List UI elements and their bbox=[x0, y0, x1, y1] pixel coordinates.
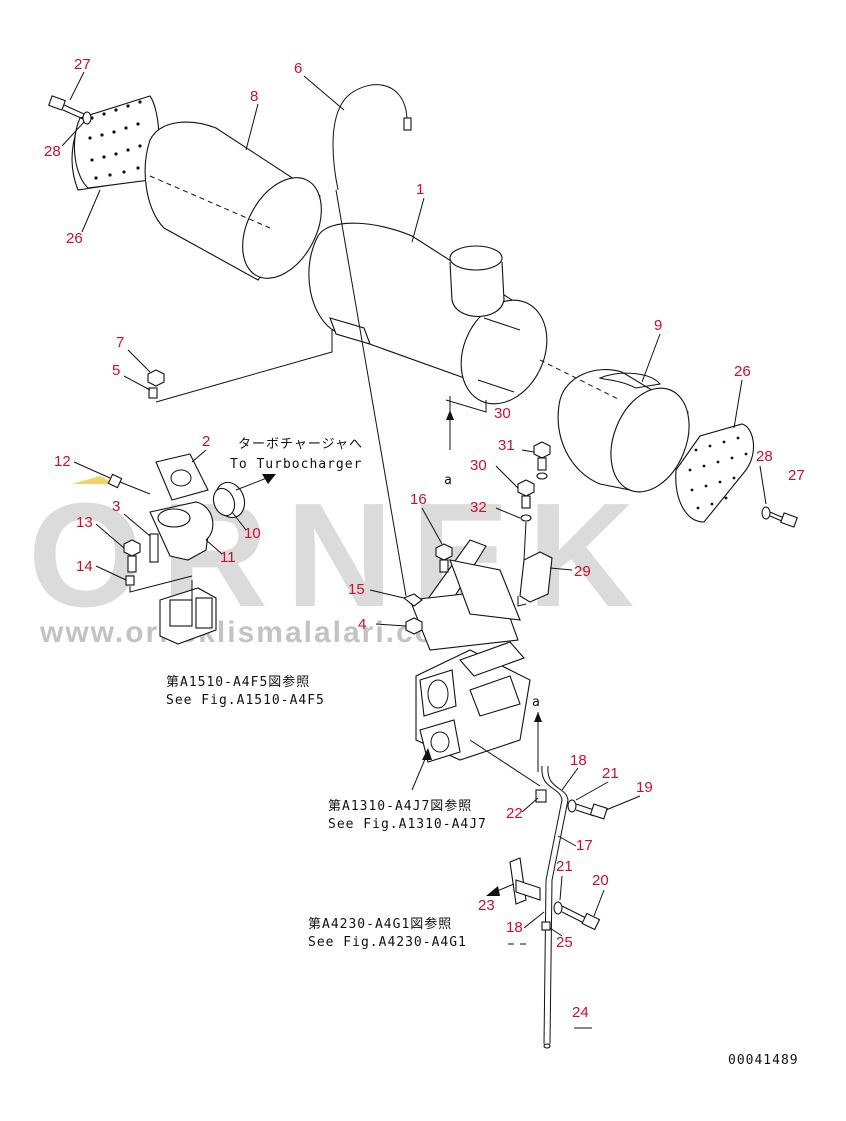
callout-20: 20 bbox=[592, 872, 609, 889]
callout-2: 2 bbox=[202, 433, 210, 450]
annotation-labels: ターボチャージャへ To Turbocharger a a 第A1510-A4F… bbox=[166, 437, 799, 1068]
ref1-label-en: See Fig.A1510-A4F5 bbox=[166, 693, 325, 708]
part-23-bracket bbox=[486, 857, 541, 905]
leader-lines bbox=[61, 71, 767, 1029]
watermark: ORNEK www.orneklismalalari.com.tr bbox=[28, 473, 652, 649]
callout-10: 10 bbox=[244, 525, 261, 542]
part-3-stud bbox=[149, 533, 159, 563]
turbo-label-en: To Turbocharger bbox=[230, 457, 362, 472]
mount-links bbox=[155, 330, 487, 450]
callout-14: 14 bbox=[76, 558, 93, 575]
part-25-clip bbox=[541, 921, 551, 931]
callout-8: 8 bbox=[250, 88, 258, 105]
callout-24: 24 bbox=[572, 1004, 589, 1021]
callout-29: 29 bbox=[574, 563, 591, 580]
callout-30-top: 30 bbox=[494, 405, 511, 422]
callout-3: 3 bbox=[112, 498, 120, 515]
part-26-right-cover bbox=[675, 423, 755, 523]
arrow-a-upper-label: a bbox=[444, 473, 453, 488]
left-flange bbox=[159, 580, 217, 645]
ref2-arrow bbox=[411, 748, 432, 791]
part-8-left-cylinder bbox=[144, 121, 322, 281]
part-6-cable bbox=[332, 84, 412, 597]
callout-5: 5 bbox=[112, 362, 120, 379]
callout-28-left: 28 bbox=[44, 143, 61, 160]
ref2-label-en: See Fig.A1310-A4J7 bbox=[328, 817, 487, 832]
callout-6: 6 bbox=[294, 60, 302, 77]
part-29-bracket bbox=[517, 551, 553, 607]
callout-23: 23 bbox=[478, 897, 495, 914]
turbo-arrow bbox=[235, 474, 276, 491]
part-30-bolt bbox=[517, 479, 535, 509]
callout-22: 22 bbox=[506, 805, 523, 822]
part-32-washer bbox=[520, 514, 532, 561]
callout-7: 7 bbox=[116, 334, 124, 351]
part-19-bolt bbox=[567, 799, 608, 820]
center-bracket bbox=[402, 539, 521, 651]
ref3-label-jp: 第A4230-A4G1図参照 bbox=[308, 916, 452, 932]
part-26-left-cover bbox=[71, 95, 160, 191]
turbo-label-jp: ターボチャージャへ bbox=[238, 437, 363, 452]
callout-26-left: 26 bbox=[66, 230, 83, 247]
callout-25: 25 bbox=[556, 934, 573, 951]
arrow-a-lower-label: a bbox=[532, 695, 541, 710]
engine-casting bbox=[415, 641, 541, 787]
watermark-brand: ORNEK bbox=[28, 473, 652, 638]
callout-26-right: 26 bbox=[734, 363, 751, 380]
callout-19: 19 bbox=[636, 779, 653, 796]
callout-17: 17 bbox=[576, 837, 593, 854]
part-7-nut bbox=[147, 369, 165, 399]
callout-18: 18 bbox=[506, 919, 523, 936]
ref3-label-en: See Fig.A4230-A4G1 bbox=[308, 935, 467, 950]
watermark-mark bbox=[72, 476, 116, 484]
part-17-tube bbox=[541, 765, 569, 1049]
part-22-clip bbox=[535, 789, 547, 803]
part-10-clamp bbox=[212, 481, 246, 519]
callout-1: 1 bbox=[416, 181, 424, 198]
callout-4: 4 bbox=[358, 616, 366, 633]
callout-30: 30 bbox=[470, 457, 487, 474]
callout-21: 21 bbox=[556, 858, 573, 875]
part-11-elbow bbox=[149, 501, 214, 561]
part-13-bolt bbox=[123, 539, 141, 573]
ref2-label-jp: 第A1310-A4J7図参照 bbox=[328, 798, 472, 814]
part-2-gasket bbox=[155, 453, 209, 501]
callout-21-top: 21 bbox=[602, 765, 619, 782]
ref1-label-jp: 第A1510-A4F5図参照 bbox=[166, 674, 310, 690]
callout-12: 12 bbox=[54, 453, 71, 470]
callout-18-top: 18 bbox=[570, 752, 587, 769]
part-9-right-cylinder bbox=[539, 359, 690, 493]
part-27-right-bolt bbox=[761, 506, 798, 528]
callout-27-right: 27 bbox=[788, 467, 805, 484]
callout-15: 15 bbox=[348, 581, 365, 598]
part-1-muffler-body bbox=[308, 222, 548, 405]
callout-28-right: 28 bbox=[756, 448, 773, 465]
callout-11: 11 bbox=[220, 549, 236, 566]
callout-27-left: 27 bbox=[74, 56, 91, 73]
callout-numbers: 27 28 26 8 6 1 9 26 28 27 7 5 30 31 30 3… bbox=[44, 56, 805, 1021]
part-12-bolt bbox=[107, 473, 151, 495]
part-14-nut bbox=[125, 575, 193, 593]
callout-9: 9 bbox=[654, 317, 662, 334]
part-27-left-bolt bbox=[48, 95, 92, 125]
part-20-bolt bbox=[553, 901, 601, 931]
callout-31: 31 bbox=[498, 437, 515, 454]
part-31-bolt bbox=[533, 441, 551, 480]
arrow-a-lower bbox=[534, 712, 542, 772]
drawing-number: 00041489 bbox=[728, 1053, 799, 1068]
callout-13: 13 bbox=[76, 514, 93, 531]
callout-32: 32 bbox=[470, 499, 487, 516]
callout-16: 16 bbox=[410, 491, 427, 508]
